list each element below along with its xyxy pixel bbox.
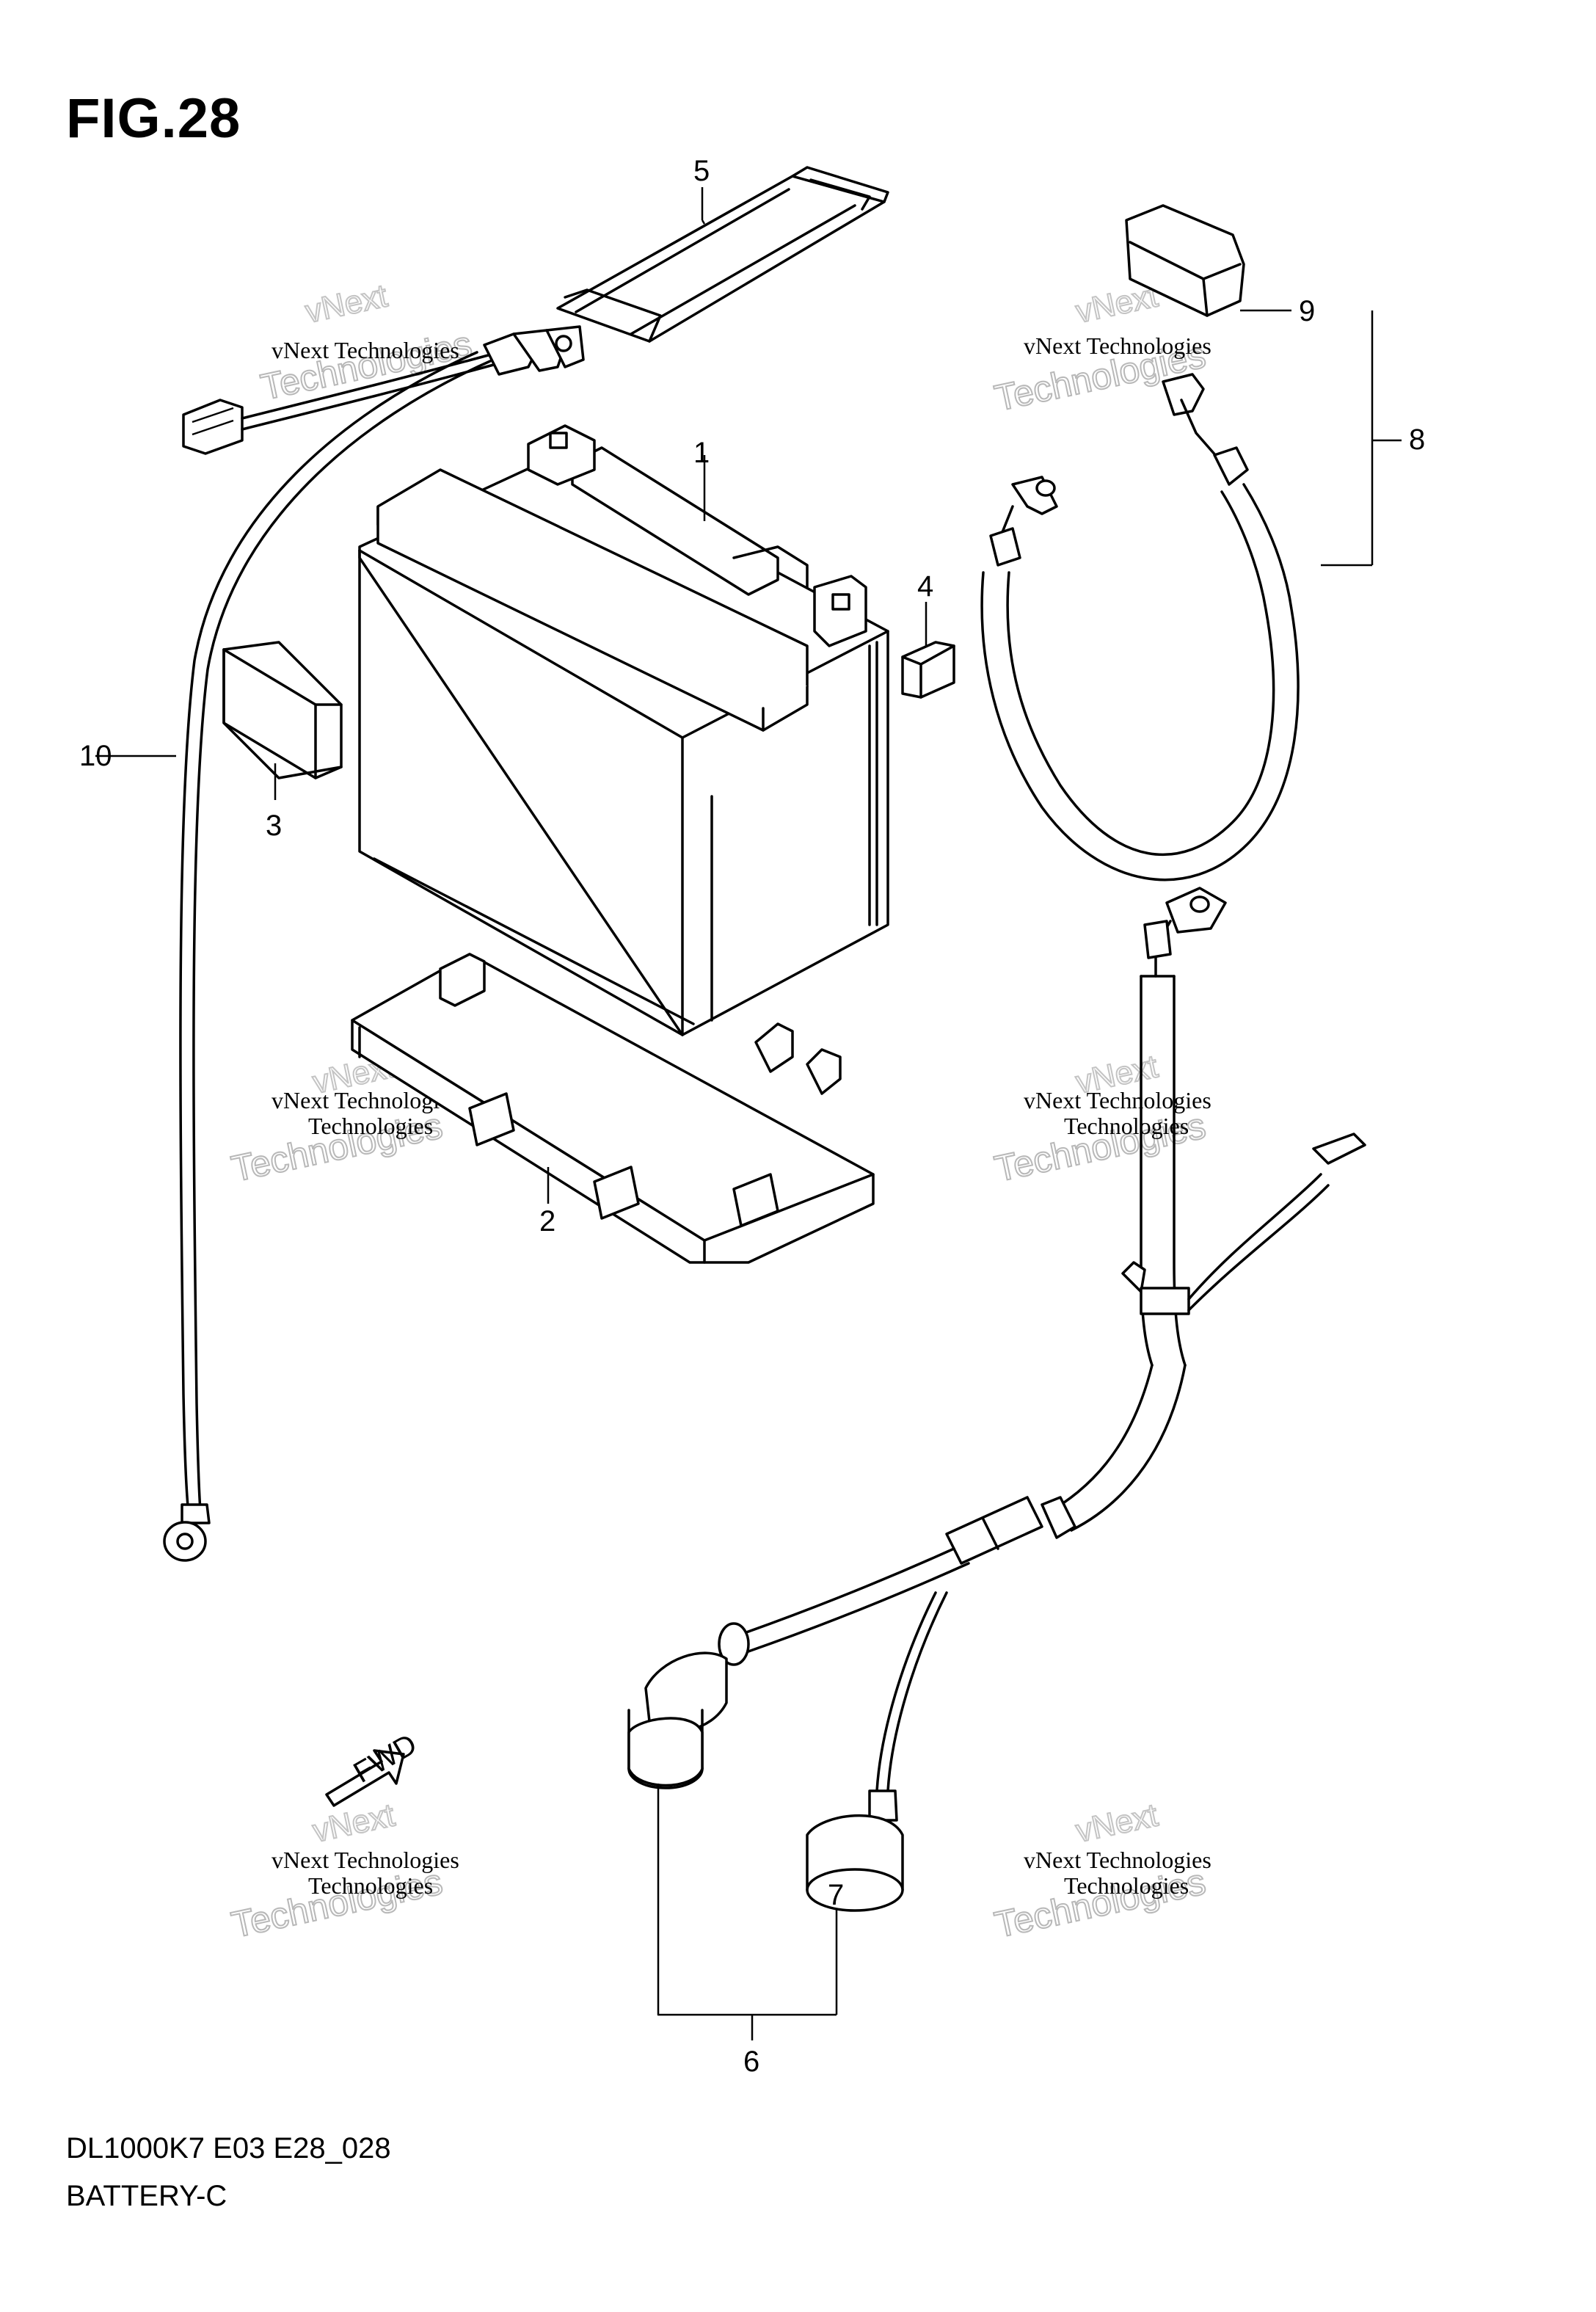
battery-tray (351, 953, 875, 1264)
callout-3: 3 (266, 810, 282, 842)
svg-text:Technologies: Technologies (1064, 1872, 1189, 1899)
battery-strap (556, 166, 889, 343)
ground-lead (163, 325, 585, 1562)
svg-text:Technologies: Technologies (258, 323, 475, 407)
svg-text:vNext Technologies: vNext Technologies (1024, 1087, 1211, 1113)
callout-4: 4 (917, 570, 933, 603)
battery-pad (222, 641, 343, 779)
svg-text:vNext: vNext (1073, 1797, 1161, 1849)
callout-10: 10 (79, 740, 112, 772)
svg-text:Technologies: Technologies (1064, 1113, 1189, 1139)
callout-8: 8 (1409, 423, 1425, 456)
small-pad (901, 641, 955, 699)
svg-text:vNext Technologies: vNext Technologies (272, 1847, 459, 1873)
forward-direction-arrow: FWD (325, 1728, 423, 1807)
svg-text:Technologies: Technologies (308, 1872, 433, 1899)
svg-text:vNext: vNext (302, 277, 390, 330)
svg-text:FWD: FWD (349, 1728, 423, 1789)
callout-leaders (95, 187, 1402, 2040)
watermark-bottom-left: vNext Technologies vNext Technologies Te… (227, 1796, 459, 1946)
callout-1: 1 (693, 437, 710, 469)
svg-text:vNext: vNext (310, 1797, 398, 1849)
svg-text:vNext Technologies: vNext Technologies (1024, 1847, 1211, 1873)
watermark-mid-right: vNext Technologies vNext Technologies Te… (991, 1047, 1211, 1190)
callout-6: 6 (743, 2046, 759, 2078)
diagram-model-code: DL1000K7 E03 E28_028 (66, 2132, 391, 2164)
starter-cable (627, 887, 1366, 1912)
diagram-section-name: BATTERY-C (66, 2180, 227, 2212)
watermark-bottom-right: vNext Technologies vNext Technologies Te… (991, 1796, 1211, 1946)
watermark-top-left: vNext Technologies vNext Technologies (257, 277, 476, 408)
callout-2: 2 (539, 1205, 555, 1237)
callout-5: 5 (693, 155, 710, 187)
battery (358, 424, 889, 1036)
svg-text:vNext Technologies: vNext Technologies (1024, 332, 1211, 359)
callout-7: 7 (828, 1879, 844, 1911)
callout-9: 9 (1299, 295, 1315, 327)
svg-text:vNext Technologies: vNext Technologies (272, 337, 459, 363)
watermark-mid-left: vNext Technologies vNext Technologies Te… (227, 1047, 459, 1190)
figure-title: FIG.28 (66, 87, 241, 150)
positive-cable (980, 204, 1300, 881)
svg-text:Technologies: Technologies (308, 1113, 433, 1139)
